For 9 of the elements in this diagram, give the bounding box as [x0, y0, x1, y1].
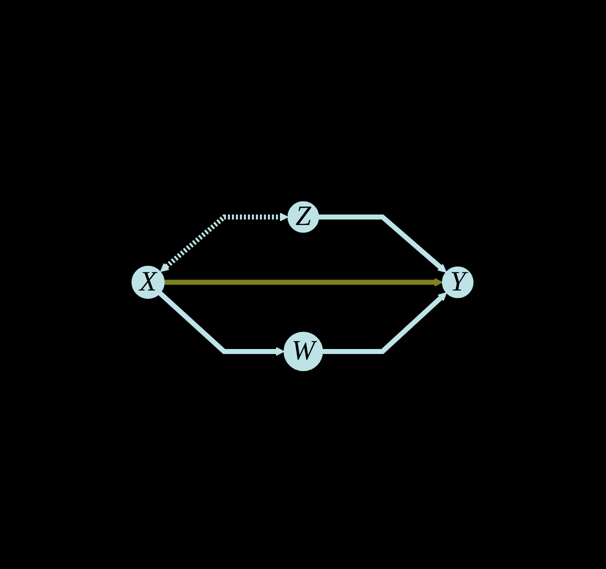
- arrow: [319, 214, 448, 273]
- node-circle: X: [132, 266, 166, 300]
- node-circle: W: [284, 332, 324, 372]
- arrow: [164, 278, 444, 287]
- node-circle: Y: [442, 266, 474, 298]
- arrow: [158, 292, 285, 356]
- arrow: [322, 292, 448, 354]
- node-circle: Z: [288, 201, 320, 234]
- arrow: [160, 212, 289, 272]
